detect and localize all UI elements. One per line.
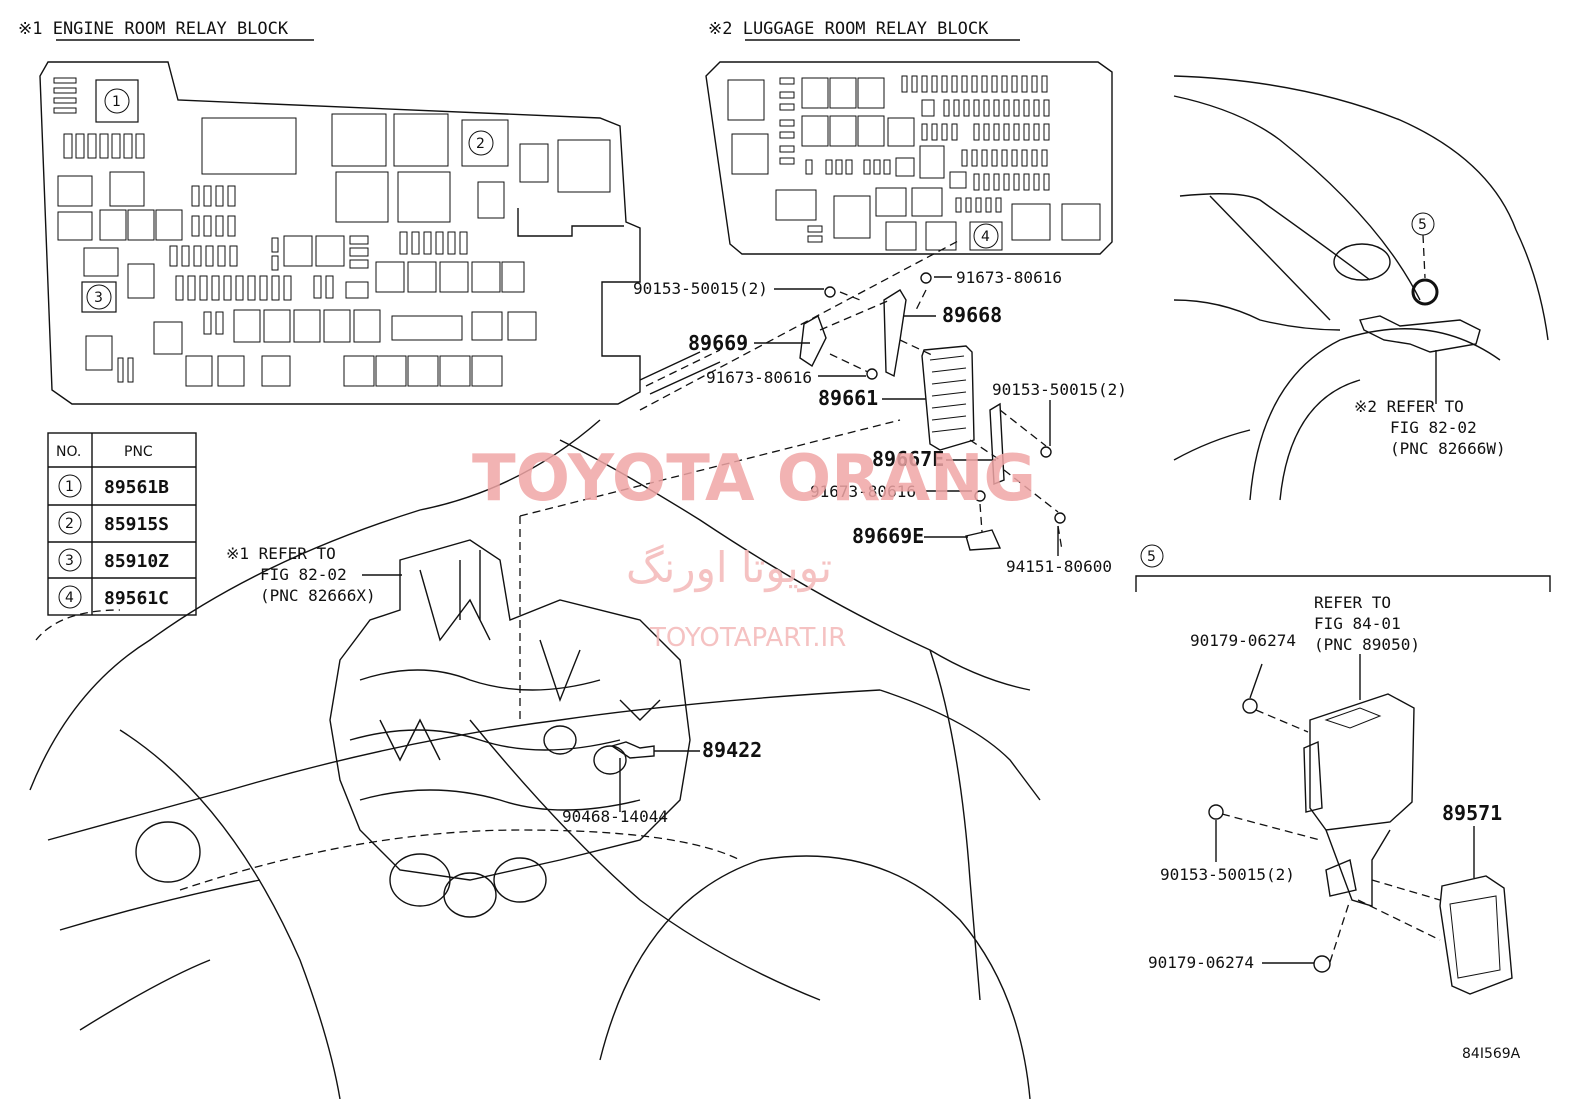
table-row-no: 2 [65, 516, 74, 532]
table-row-pnc: 85910Z [104, 551, 169, 572]
engine-relay-block: 1 2 3 [39, 61, 641, 405]
watermark-persian: تویوتا اورنگ [626, 543, 832, 592]
pnc-table: NO. PNC 1 89561B 2 85915S 3 85910Z 4 895… [47, 432, 197, 616]
rear-car-body: 5 [1173, 75, 1549, 501]
engine-relay-block-header: ※1 ENGINE ROOM RELAY BLOCK [18, 19, 289, 39]
callout-1: 1 [112, 94, 121, 110]
detail-5-panel: 5 [1135, 544, 1551, 995]
table-col-no: NO. [56, 444, 81, 460]
part-label-94151: 94151-80600 [1006, 557, 1112, 576]
part-label-91673-b: 91673-80616 [706, 368, 812, 387]
callout-5-detail: 5 [1147, 549, 1156, 565]
watermark-url: TOYOTAPART.IR [649, 623, 846, 653]
watermark-brand: TOYOTA ORANG [472, 442, 1036, 516]
callout-4: 4 [981, 229, 990, 245]
part-label-91673-c: 91673-80616 [810, 482, 916, 501]
front-car-body [29, 239, 1041, 1099]
part-label-90179-b: 90179-06274 [1148, 953, 1254, 972]
reference-notes: ※1 REFER TO FIG 82-02 (PNC 82666X) ※2 RE… [226, 397, 1506, 654]
engine-assembly [329, 539, 691, 918]
part-label-89669e: 89669E [852, 524, 924, 548]
watermark: TOYOTA ORANG تویوتا اورنگ TOYOTAPART.IR [472, 442, 1036, 653]
sensor-89422 [610, 741, 672, 812]
part-label-89667e: 89667E [872, 447, 944, 471]
luggage-relay-block-header: ※2 LUGGAGE ROOM RELAY BLOCK [708, 19, 989, 39]
part-label-90153-a: 90153-50015(2) [633, 279, 768, 298]
part-label-91673-a: 91673-80616 [956, 268, 1062, 287]
ref-note-2-line2: FIG 82-02 [1390, 418, 1477, 437]
figure-code: 84I569A [1462, 1046, 1521, 1062]
ref-note-1-line3: (PNC 82666X) [260, 586, 376, 605]
part-label-89669: 89669 [688, 331, 748, 355]
ref-note-3-line1: REFER TO [1314, 593, 1391, 612]
ref-note-2-line3: (PNC 82666W) [1390, 439, 1506, 458]
ref-note-3-line3: (PNC 89050) [1314, 635, 1420, 654]
table-row-pnc: 89561B [104, 477, 169, 498]
ref-note-1-line1: ※1 REFER TO [226, 544, 336, 563]
part-label-90179-a: 90179-06274 [1190, 631, 1296, 650]
table-row-pnc: 89561C [104, 588, 169, 609]
part-label-90153-c: 90153-50015(2) [1160, 865, 1295, 884]
table-row-no: 1 [65, 479, 74, 495]
ref-note-2-line1: ※2 REFER TO [1354, 397, 1464, 416]
table-col-pnc: PNC [124, 444, 153, 460]
ref-note-3-line2: FIG 84-01 [1314, 614, 1401, 633]
table-row-no: 3 [65, 553, 74, 569]
part-label-89668: 89668 [942, 303, 1002, 327]
part-label-89661: 89661 [818, 386, 878, 410]
part-label-90468: 90468-14044 [562, 807, 668, 826]
ref-note-1-line2: FIG 82-02 [260, 565, 347, 584]
part-label-90153-b: 90153-50015(2) [992, 380, 1127, 399]
callout-3: 3 [94, 290, 103, 306]
table-row-pnc: 85915S [104, 514, 169, 535]
leader-lines [362, 276, 1314, 964]
part-label-89422: 89422 [702, 738, 762, 762]
part-labels: 90153-50015(2) 91673-80616 89668 89669 9… [562, 268, 1502, 972]
callout-5-rear: 5 [1418, 217, 1427, 233]
luggage-relay-block: 4 [705, 61, 1113, 255]
callout-2: 2 [476, 136, 485, 152]
part-label-89571: 89571 [1442, 801, 1502, 825]
table-row-no: 4 [65, 590, 74, 606]
